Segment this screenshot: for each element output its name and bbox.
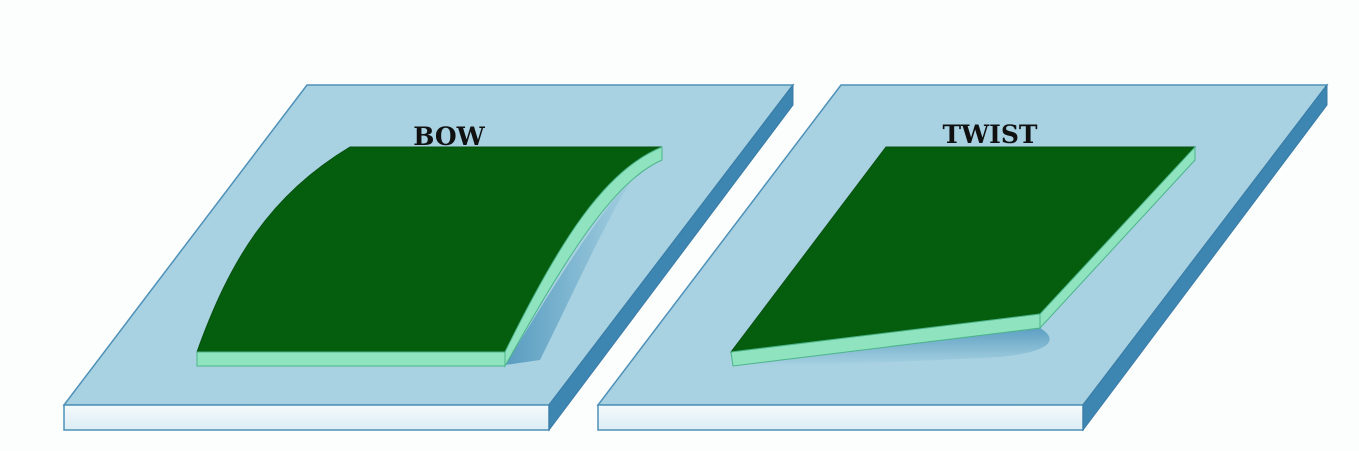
twist-panel: TWIST: [596, 83, 1329, 432]
twist-platform-front: [597, 404, 1084, 431]
twist-label: TWIST: [942, 120, 1037, 149]
bow-board-front-edge: [196, 351, 506, 367]
bow-platform-side: [548, 83, 794, 432]
bow-board-shadow: [505, 168, 640, 365]
bow-label: BOW: [413, 122, 485, 151]
bow-board: [196, 146, 663, 368]
twist-board-side-edge: [1039, 145, 1196, 330]
bow-board-side-edge: [504, 146, 663, 368]
twist-platform-side: [1082, 83, 1328, 432]
bow-panel: BOW: [62, 83, 795, 432]
bow-platform-front: [63, 404, 550, 431]
twist-board: [729, 145, 1197, 367]
